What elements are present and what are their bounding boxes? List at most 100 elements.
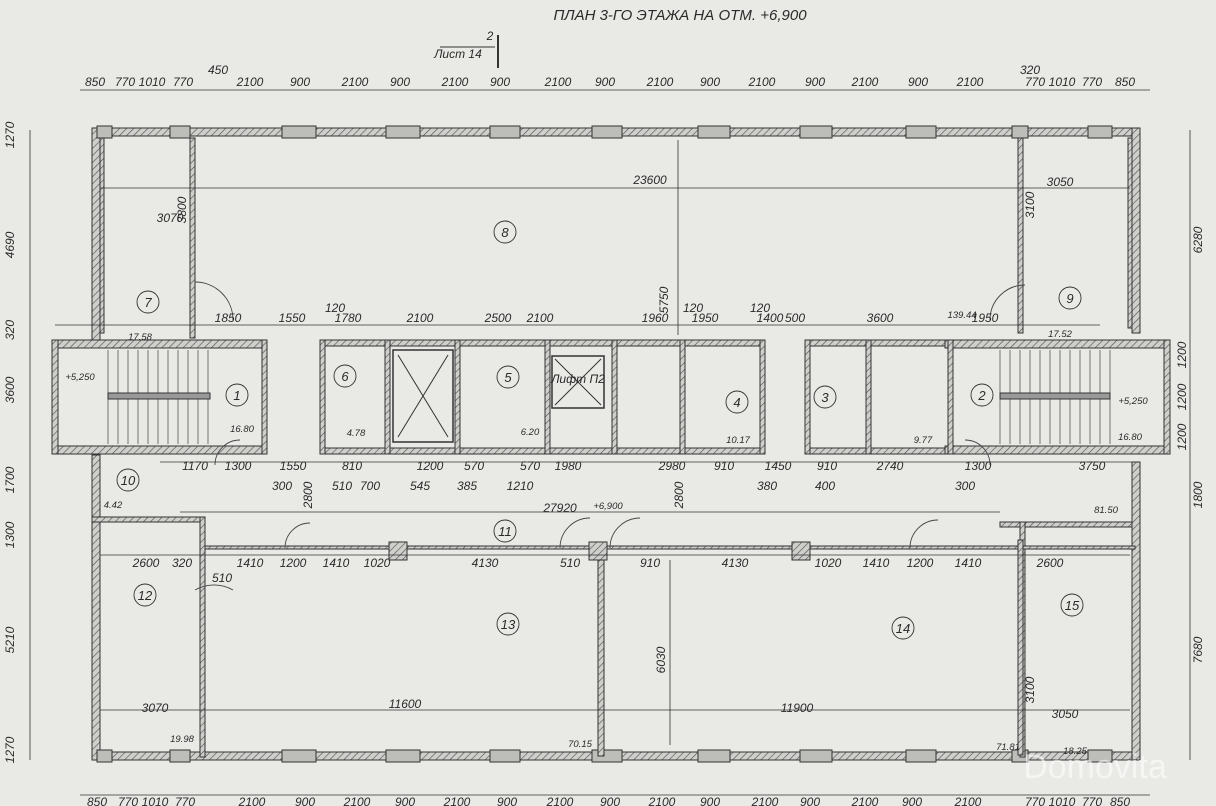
room-circle bbox=[813, 385, 837, 409]
core-dimension: 120 bbox=[750, 301, 770, 315]
room-circle bbox=[725, 390, 749, 414]
core-dimension: 2740 bbox=[876, 459, 904, 473]
area-label: 9.77 bbox=[914, 435, 933, 446]
elevator-shaft bbox=[551, 355, 605, 409]
room-number: 13 bbox=[501, 617, 516, 632]
overall-dimension: 27920 bbox=[542, 501, 577, 515]
bottom-dimension: 900 bbox=[700, 795, 720, 806]
bottom-dimension: 2100 bbox=[954, 795, 982, 806]
bottom-dimension: 770 bbox=[1025, 795, 1045, 806]
window bbox=[591, 125, 623, 139]
top-dimension: 900 bbox=[908, 75, 928, 89]
window bbox=[489, 749, 521, 763]
bottom-dimension: 900 bbox=[902, 795, 922, 806]
wall bbox=[51, 339, 268, 349]
wall bbox=[611, 339, 618, 455]
core-dimension: 1200 bbox=[417, 459, 444, 473]
wall bbox=[1127, 137, 1133, 329]
door-swing bbox=[609, 517, 641, 549]
wall bbox=[944, 339, 1171, 349]
top-dimension: 850 bbox=[85, 75, 105, 89]
overall-dimension: 3050 bbox=[1047, 175, 1074, 189]
plan-title: ПЛАН 3-ГО ЭТАЖА НА ОТМ. +6,900 bbox=[553, 7, 807, 24]
dimension-lines bbox=[29, 35, 1191, 796]
corridor-dimension: 1410 bbox=[323, 556, 350, 570]
area-label: 19.98 bbox=[170, 734, 194, 745]
area-label: 10.17 bbox=[726, 435, 750, 446]
wall bbox=[1131, 127, 1141, 334]
left-dimension: 5210 bbox=[3, 626, 17, 653]
top-dimension: 770 bbox=[1025, 75, 1045, 89]
bottom-dimension: 900 bbox=[395, 795, 415, 806]
right-dimension: 1800 bbox=[1191, 481, 1205, 508]
corridor-dimension: 510 bbox=[560, 556, 580, 570]
corridor-dimension: 320 bbox=[172, 556, 192, 570]
wall bbox=[759, 339, 766, 455]
room-number: 3 bbox=[821, 390, 829, 405]
core-dimension: 570 bbox=[520, 459, 540, 473]
room-number: 2 bbox=[977, 388, 986, 403]
bottom-dimension: 2100 bbox=[751, 795, 779, 806]
bottom-dimension: 1010 bbox=[1049, 795, 1076, 806]
top-dimension: 1010 bbox=[1049, 75, 1076, 89]
core-dimension: 1170 bbox=[182, 459, 208, 473]
top-dimension: 900 bbox=[290, 75, 310, 89]
area-label: 17.58 bbox=[128, 332, 152, 343]
room-circle bbox=[891, 616, 915, 640]
wall bbox=[944, 445, 1171, 455]
core-dimension: 1950 bbox=[692, 311, 719, 325]
bottom-dimension: 2100 bbox=[851, 795, 879, 806]
core-dimension: 385 bbox=[457, 479, 477, 493]
right-dimension: 6280 bbox=[1191, 226, 1205, 253]
left-dimension: 1270 bbox=[3, 736, 17, 763]
core-dimension: 380 bbox=[757, 479, 777, 493]
overall-dimension: 11600 bbox=[389, 697, 422, 711]
window bbox=[1087, 749, 1113, 763]
overall-dimension: 3070 bbox=[157, 211, 184, 225]
core-dimension: 120 bbox=[325, 301, 345, 315]
bottom-dimension: 2100 bbox=[238, 795, 266, 806]
top-dimension: 850 bbox=[1115, 75, 1135, 89]
corridor-dimension: 510 bbox=[212, 571, 232, 585]
area-label: 139.44 bbox=[947, 310, 976, 321]
wall bbox=[91, 454, 101, 761]
window bbox=[905, 125, 937, 139]
window bbox=[385, 125, 421, 139]
wall bbox=[51, 445, 268, 455]
top-dimension: 900 bbox=[595, 75, 615, 89]
corridor-dimension: 4130 bbox=[722, 556, 749, 570]
wall bbox=[319, 339, 326, 455]
bottom-dimension: 850 bbox=[87, 795, 107, 806]
core-dimension: 1960 bbox=[642, 311, 669, 325]
window bbox=[281, 749, 317, 763]
top-dimension: 770 bbox=[1082, 75, 1102, 89]
room-number: 9 bbox=[1066, 291, 1073, 306]
core-dimension: 500 bbox=[785, 311, 805, 325]
core-dimension: 1300 bbox=[965, 459, 992, 473]
stair-landing-rail bbox=[107, 392, 211, 400]
room-number: 6 bbox=[341, 369, 349, 384]
overall-dimension: 6030 bbox=[654, 646, 668, 673]
bottom-dimension: 770 bbox=[118, 795, 138, 806]
bottom-dimension: 2100 bbox=[343, 795, 371, 806]
wall bbox=[384, 339, 391, 455]
window bbox=[281, 125, 317, 139]
top-dimension: 900 bbox=[805, 75, 825, 89]
core-dimension: 570 bbox=[464, 459, 484, 473]
walls bbox=[51, 125, 1171, 763]
core-dimension: 910 bbox=[817, 459, 837, 473]
door-swing bbox=[909, 519, 939, 549]
core-dimension: 2100 bbox=[526, 311, 554, 325]
area-label: 81.50 bbox=[1094, 505, 1118, 516]
room-circle bbox=[970, 383, 994, 407]
elevator-shaft bbox=[392, 349, 454, 443]
corridor-dimension: 1410 bbox=[955, 556, 982, 570]
door-swing bbox=[194, 281, 234, 321]
wall bbox=[947, 339, 954, 455]
room-circle bbox=[1058, 286, 1082, 310]
area-label: 70.15 bbox=[568, 739, 592, 750]
bottom-dimension: 900 bbox=[295, 795, 315, 806]
door-swing bbox=[964, 439, 991, 466]
core-dimension: 1400 bbox=[757, 311, 784, 325]
